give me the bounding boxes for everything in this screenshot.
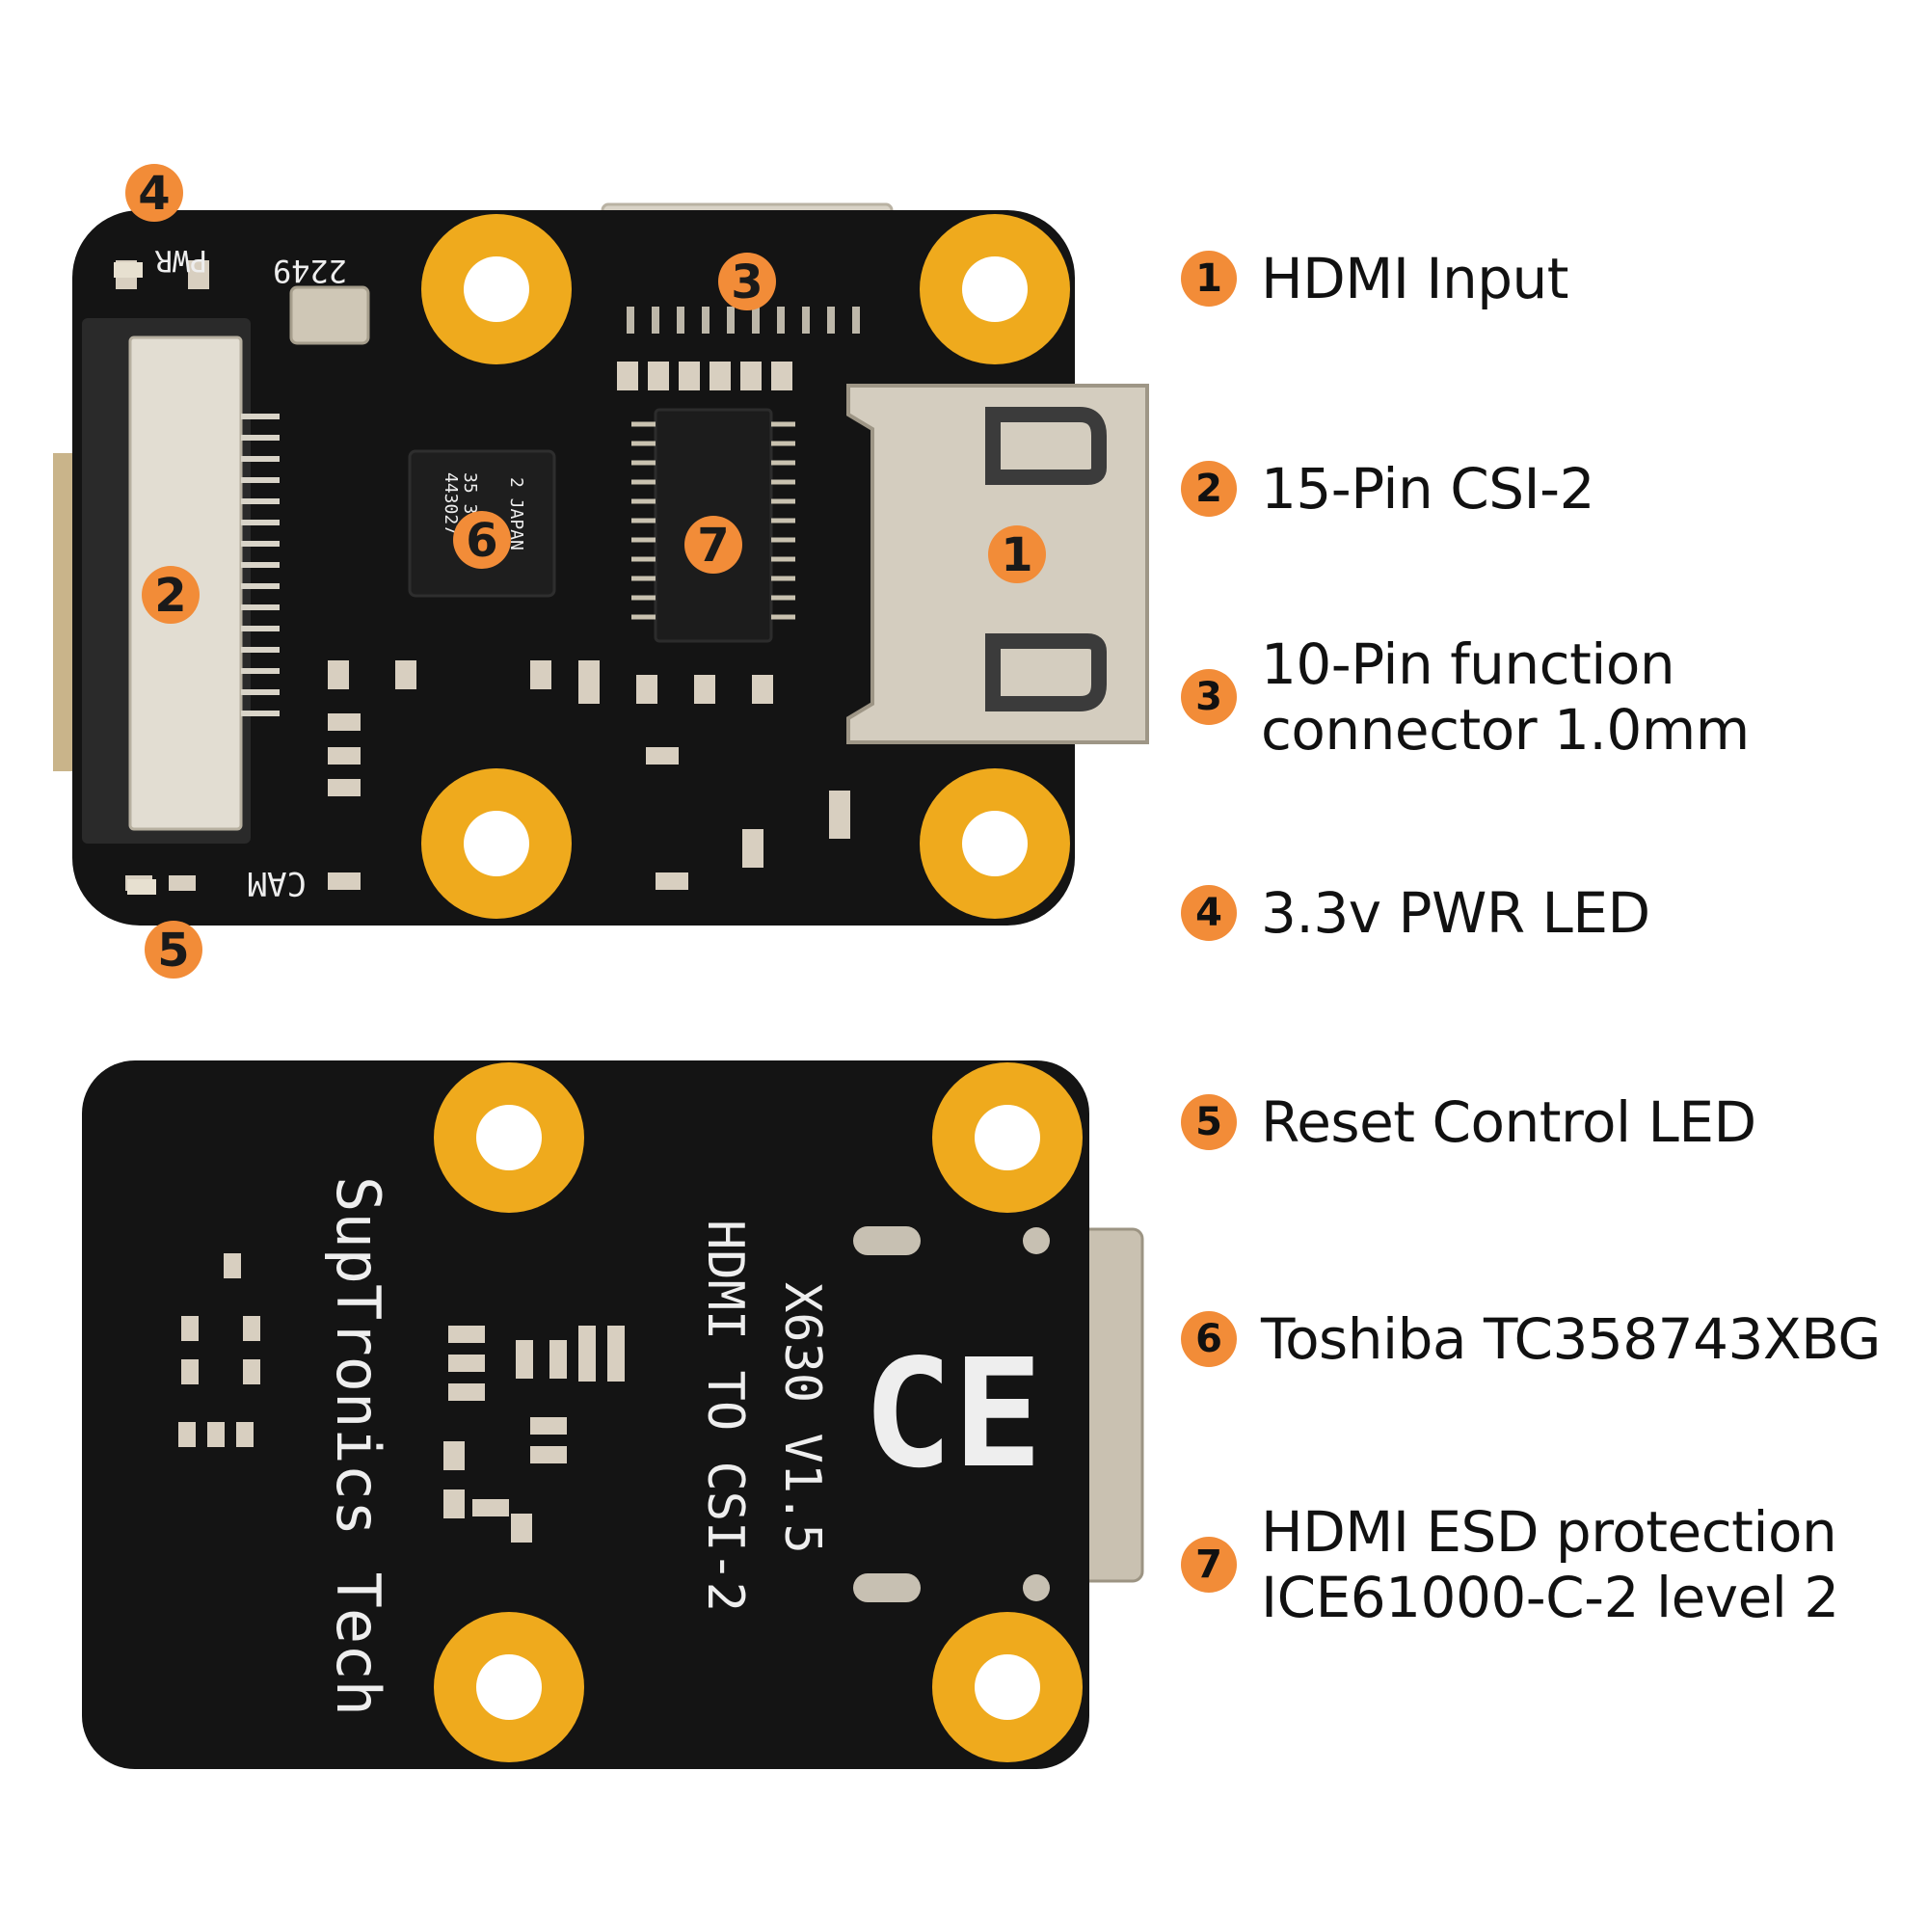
brand-silk: SupTronics Tech (323, 1176, 393, 1716)
hdmi-port-top (985, 407, 1107, 485)
legend-number-3: 3 (1181, 669, 1237, 725)
callout-5: 5 (145, 921, 202, 979)
hdmi-port-bottom (985, 633, 1107, 711)
legend-number-2: 2 (1181, 461, 1237, 517)
back-board: SupTronics Tech X630 V1.5 HDMI TO CSI-2 … (82, 1060, 1144, 1769)
back-pcb (82, 1060, 1089, 1769)
reset-led (127, 879, 156, 895)
svg-text:1: 1 (1001, 528, 1032, 582)
callout-4: 4 (125, 164, 183, 222)
front-pcb (72, 210, 1075, 926)
esd-chip-pins (631, 421, 795, 620)
legend-number-4: 4 (1181, 885, 1237, 941)
back-passives (178, 1253, 625, 1543)
front-board: 443027 35 3G 2 JAPAN (53, 202, 1149, 926)
legend-item-2: 2 15-Pin CSI-2 (1181, 456, 1595, 522)
callout-3: 3 (718, 253, 776, 310)
legend-item-6: 6 Toshiba TC358743XBG (1181, 1306, 1881, 1372)
back-mount-holes (434, 1062, 1083, 1762)
model-silk: X630 V1.5 (773, 1282, 831, 1554)
legend-text-6: Toshiba TC358743XBG (1261, 1306, 1881, 1372)
callout-1: 1 (988, 525, 1046, 583)
crystal (289, 285, 370, 345)
chip-marking-2: 35 3G (460, 472, 480, 524)
legend-list: 1 HDMI Input 2 15-Pin CSI-2 3 10-Pin fun… (1181, 246, 1923, 1692)
legend-item-5: 5 Reset Control LED (1181, 1089, 1756, 1155)
svg-text:2: 2 (154, 569, 186, 623)
legend-text-1: HDMI Input (1261, 246, 1569, 311)
callout-2: 2 (142, 566, 200, 624)
code-silk: 2249 (273, 253, 347, 289)
svg-text:3: 3 (731, 255, 763, 309)
passive-components (116, 260, 850, 891)
pwr-silk: PWR (154, 243, 207, 277)
cam-silk: CAM (248, 864, 307, 902)
chip-marking-3: 2 JAPAN (506, 477, 526, 550)
desc-silk: HDMI TO CSI-2 (696, 1220, 754, 1612)
function-connector-pins (627, 307, 860, 334)
svg-text:6: 6 (466, 514, 497, 568)
callout-6: 6 (453, 511, 511, 569)
legend-number-1: 1 (1181, 251, 1237, 307)
ce-mark: CE (863, 1327, 1043, 1501)
legend-text-2: 15-Pin CSI-2 (1261, 456, 1595, 522)
callout-7: 7 (684, 516, 742, 574)
legend-number-7: 7 (1181, 1537, 1237, 1593)
legend-item-4: 4 3.3v PWR LED (1181, 880, 1650, 946)
pwr-led (114, 262, 143, 278)
front-mount-holes (421, 214, 1070, 919)
svg-text:4: 4 (138, 167, 170, 221)
back-solder-pads (853, 1226, 1050, 1602)
svg-text:7: 7 (697, 519, 729, 573)
chip-marking-1: 443027 (441, 472, 461, 535)
legend-item-1: 1 HDMI Input (1181, 246, 1569, 311)
front-callouts: 1 2 3 4 5 6 7 (125, 164, 1046, 979)
legend-text-4: 3.3v PWR LED (1261, 880, 1650, 946)
legend-number-5: 5 (1181, 1094, 1237, 1150)
csi-connector-pins (241, 414, 280, 716)
legend-text-5: Reset Control LED (1261, 1089, 1756, 1155)
svg-text:5: 5 (157, 924, 189, 978)
legend-number-6: 6 (1181, 1311, 1237, 1367)
